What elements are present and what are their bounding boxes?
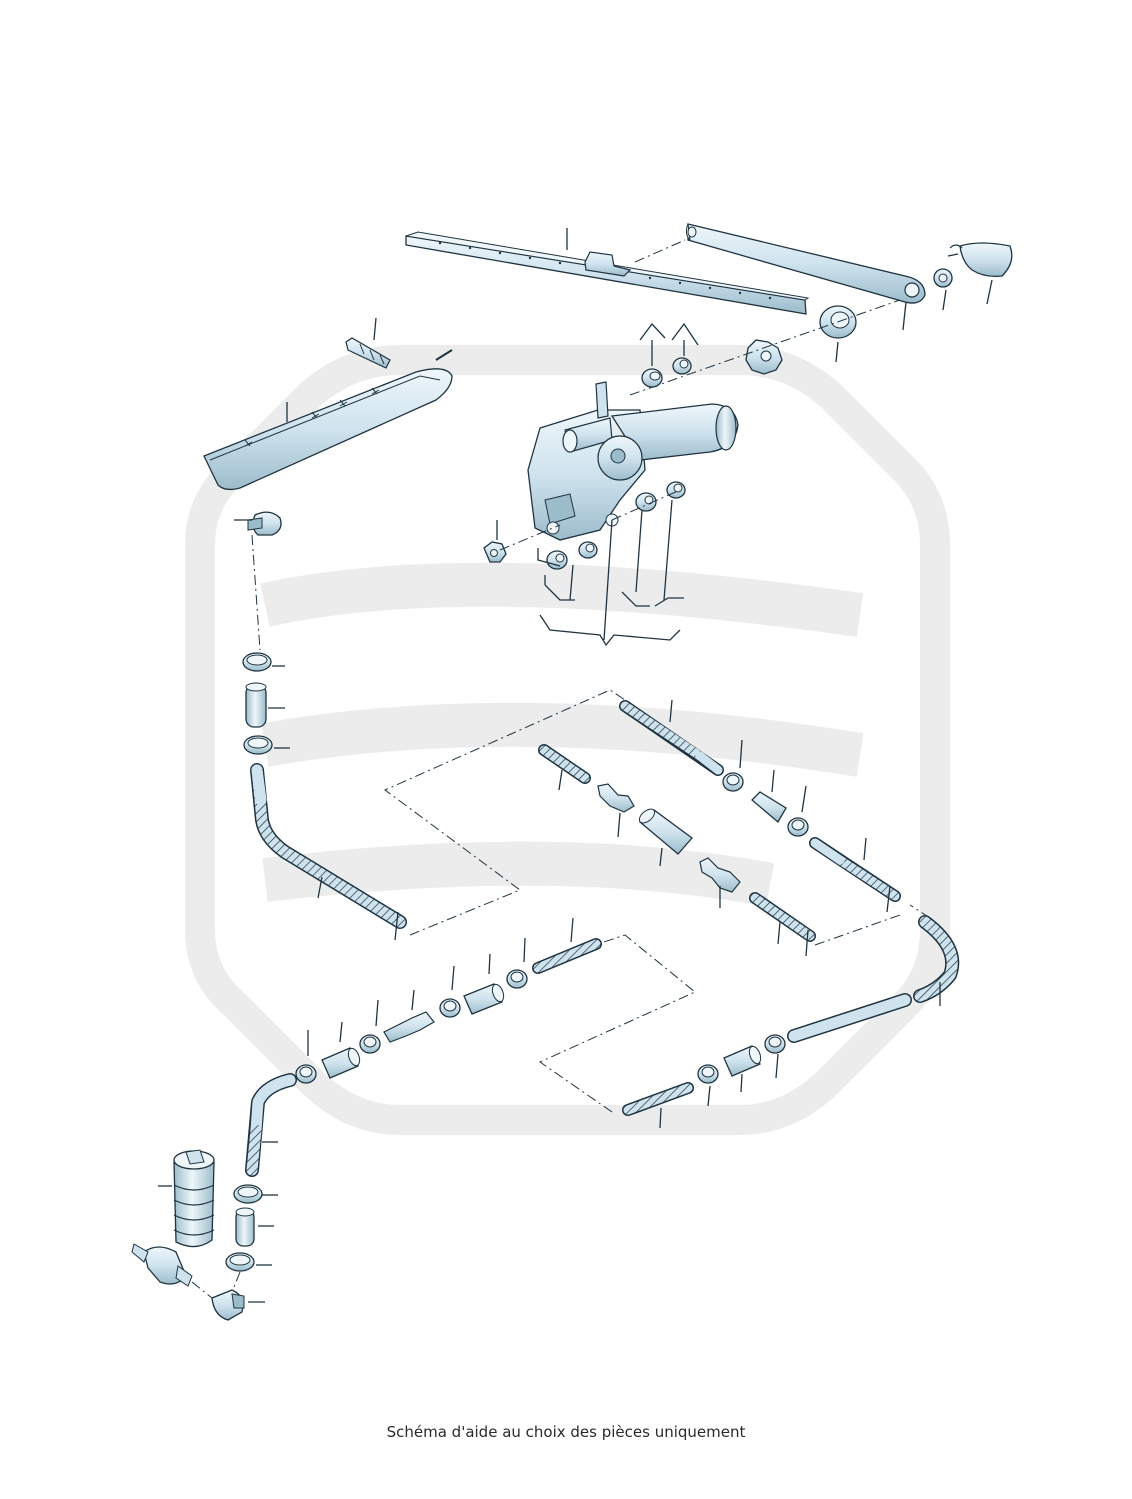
dash-line bbox=[231, 1271, 241, 1293]
hose-clamp bbox=[722, 772, 744, 792]
bracket-leader bbox=[537, 499, 684, 647]
leader-line bbox=[373, 317, 377, 341]
dash-line bbox=[611, 489, 681, 521]
washer-hose bbox=[809, 837, 901, 902]
hose-connector bbox=[751, 791, 787, 824]
leader-line bbox=[942, 289, 947, 311]
leader-line bbox=[339, 1021, 343, 1043]
bracket-leader bbox=[639, 322, 699, 366]
leader-line bbox=[863, 837, 867, 861]
hose-clamp bbox=[242, 652, 272, 672]
rubber-bushing bbox=[666, 481, 686, 499]
reducer-connector bbox=[597, 783, 635, 813]
leader-line bbox=[659, 847, 663, 867]
leader-line bbox=[617, 812, 621, 838]
leader-line bbox=[805, 929, 809, 957]
rubber-bushing bbox=[578, 541, 598, 559]
leader-line bbox=[451, 965, 455, 991]
leader-line bbox=[317, 876, 323, 899]
hose-clamp bbox=[225, 1252, 255, 1272]
leader-line bbox=[375, 999, 379, 1027]
wiper-arm-nut bbox=[933, 268, 953, 288]
hose-clamp bbox=[359, 1034, 381, 1054]
leader-line bbox=[659, 1107, 662, 1129]
wiper-arm bbox=[685, 223, 926, 304]
hose-clamp bbox=[243, 735, 273, 755]
leader-line bbox=[801, 785, 807, 813]
leader-line bbox=[558, 769, 563, 791]
washer-hose bbox=[538, 744, 591, 784]
washer-pump bbox=[131, 1149, 215, 1287]
leader-line bbox=[394, 911, 399, 941]
dash-line bbox=[629, 299, 901, 396]
dash-line bbox=[499, 524, 561, 551]
hose-clamp bbox=[233, 1184, 263, 1204]
leader-line bbox=[739, 739, 743, 769]
washer-hose bbox=[619, 700, 724, 776]
leader-line bbox=[771, 769, 775, 793]
wiper-blade bbox=[405, 231, 810, 315]
leader-line bbox=[523, 937, 526, 963]
leader-line bbox=[775, 1053, 779, 1079]
t-connector bbox=[699, 857, 741, 893]
hose-clamp bbox=[439, 998, 461, 1018]
bushing-nut bbox=[672, 357, 692, 375]
washer-hose bbox=[622, 1082, 694, 1116]
diagram-caption: Schéma d'aide au choix des pièces unique… bbox=[386, 1423, 746, 1441]
hose-connector bbox=[723, 1045, 762, 1077]
leader-line bbox=[707, 1085, 711, 1107]
reducer-connector bbox=[383, 1011, 435, 1043]
hex-nut bbox=[483, 541, 507, 563]
leader-line bbox=[902, 301, 907, 331]
leader-line bbox=[777, 921, 781, 945]
third-brake-light bbox=[203, 349, 453, 491]
dash-line bbox=[634, 239, 686, 263]
dash-line bbox=[814, 914, 901, 946]
washer-hose bbox=[245, 1073, 297, 1177]
hose-clamp bbox=[295, 1064, 317, 1084]
star-washer bbox=[745, 339, 783, 375]
bushing-nut bbox=[641, 368, 663, 388]
leader-line bbox=[835, 341, 839, 363]
hose-clamp bbox=[697, 1064, 719, 1084]
washer-hose bbox=[787, 915, 960, 1043]
hose-clamp bbox=[506, 969, 528, 989]
washer-hose bbox=[532, 938, 602, 974]
washer-hose bbox=[749, 892, 816, 942]
hose-connector bbox=[463, 983, 505, 1015]
leader-line bbox=[488, 953, 491, 975]
hose-clamp bbox=[787, 817, 809, 837]
leader-line bbox=[740, 1073, 743, 1093]
rubber-bushing bbox=[546, 550, 568, 570]
leader-line bbox=[411, 989, 415, 1011]
angle-connector bbox=[211, 1289, 245, 1321]
hose-connector bbox=[321, 1047, 361, 1079]
washer-hose bbox=[250, 763, 407, 929]
bulb-socket bbox=[345, 337, 391, 369]
dash-line bbox=[251, 534, 261, 651]
dash-line bbox=[384, 689, 626, 936]
leader-line bbox=[886, 885, 891, 913]
wiper-arm-cap bbox=[947, 242, 1013, 278]
bush-seal bbox=[819, 305, 857, 339]
hose-connector bbox=[245, 682, 267, 728]
dash-line bbox=[191, 1281, 213, 1299]
dash-line bbox=[909, 904, 931, 919]
leader-line bbox=[986, 279, 993, 305]
leader-line bbox=[570, 917, 574, 943]
hose-connector bbox=[638, 808, 693, 855]
leader-line bbox=[669, 699, 673, 723]
wiper-motor bbox=[527, 381, 739, 541]
hose-connector bbox=[235, 1207, 255, 1247]
hose-clamp bbox=[764, 1034, 786, 1054]
angle-connector bbox=[247, 511, 282, 536]
